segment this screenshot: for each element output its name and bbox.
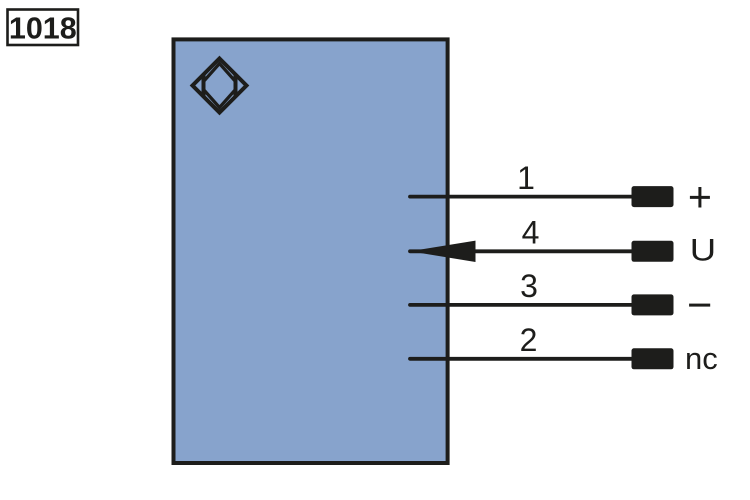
svg-text:3: 3 xyxy=(520,268,538,304)
svg-text:nc: nc xyxy=(685,341,718,376)
svg-text:1: 1 xyxy=(517,160,535,196)
svg-text:4: 4 xyxy=(522,214,540,250)
svg-text:2: 2 xyxy=(520,322,538,358)
svg-text:1018: 1018 xyxy=(9,12,77,46)
svg-text:U: U xyxy=(690,233,716,268)
